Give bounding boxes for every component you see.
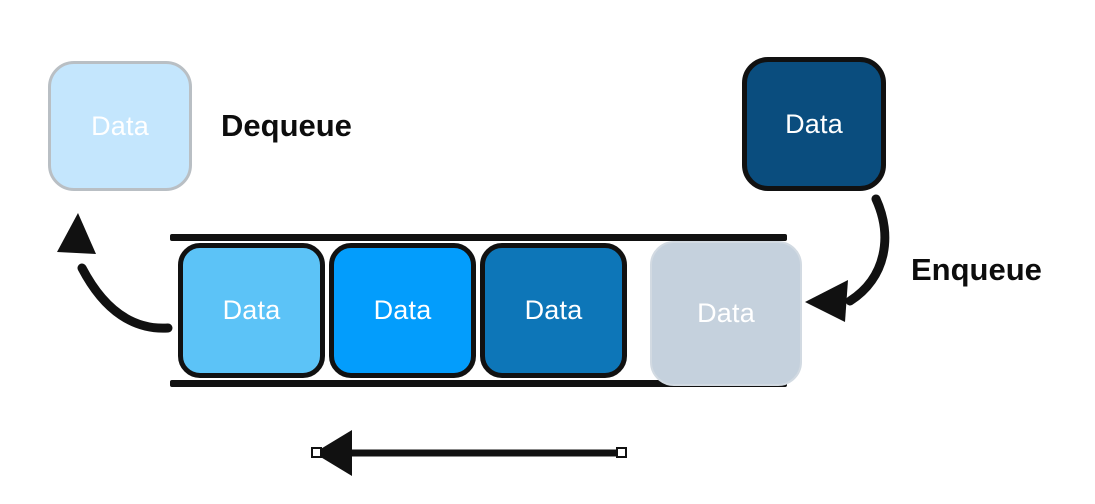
enqueue-label: Enqueue	[911, 252, 1042, 287]
queue-slot-2-label: Data	[524, 295, 583, 325]
queue-slot-3-label: Data	[697, 298, 755, 328]
incoming-data-node-label: Data	[785, 108, 843, 139]
queue-slot-0-label: Data	[222, 295, 281, 325]
enqueue-arrow-icon	[805, 194, 890, 322]
queue-slot-2[interactable]: Data	[480, 243, 627, 378]
queue-slot-1-label: Data	[373, 295, 432, 325]
queue-rail-top	[170, 234, 787, 241]
direction-arrow-handle-start[interactable]	[311, 447, 322, 458]
queue-slot-0[interactable]: Data	[178, 243, 325, 378]
dequeued-data-node[interactable]: Data	[48, 61, 192, 191]
incoming-data-node[interactable]: Data	[742, 57, 886, 191]
dequeue-label: Dequeue	[221, 108, 352, 143]
dequeued-data-node-label: Data	[91, 110, 149, 141]
dequeue-arrow-icon	[57, 213, 173, 333]
queue-rail-bottom	[170, 380, 787, 387]
queue-direction-arrow-icon	[314, 430, 620, 476]
queue-slot-3-empty[interactable]: Data	[650, 241, 802, 386]
queue-slot-1[interactable]: Data	[329, 243, 476, 378]
direction-arrow-handle-end[interactable]	[616, 447, 627, 458]
